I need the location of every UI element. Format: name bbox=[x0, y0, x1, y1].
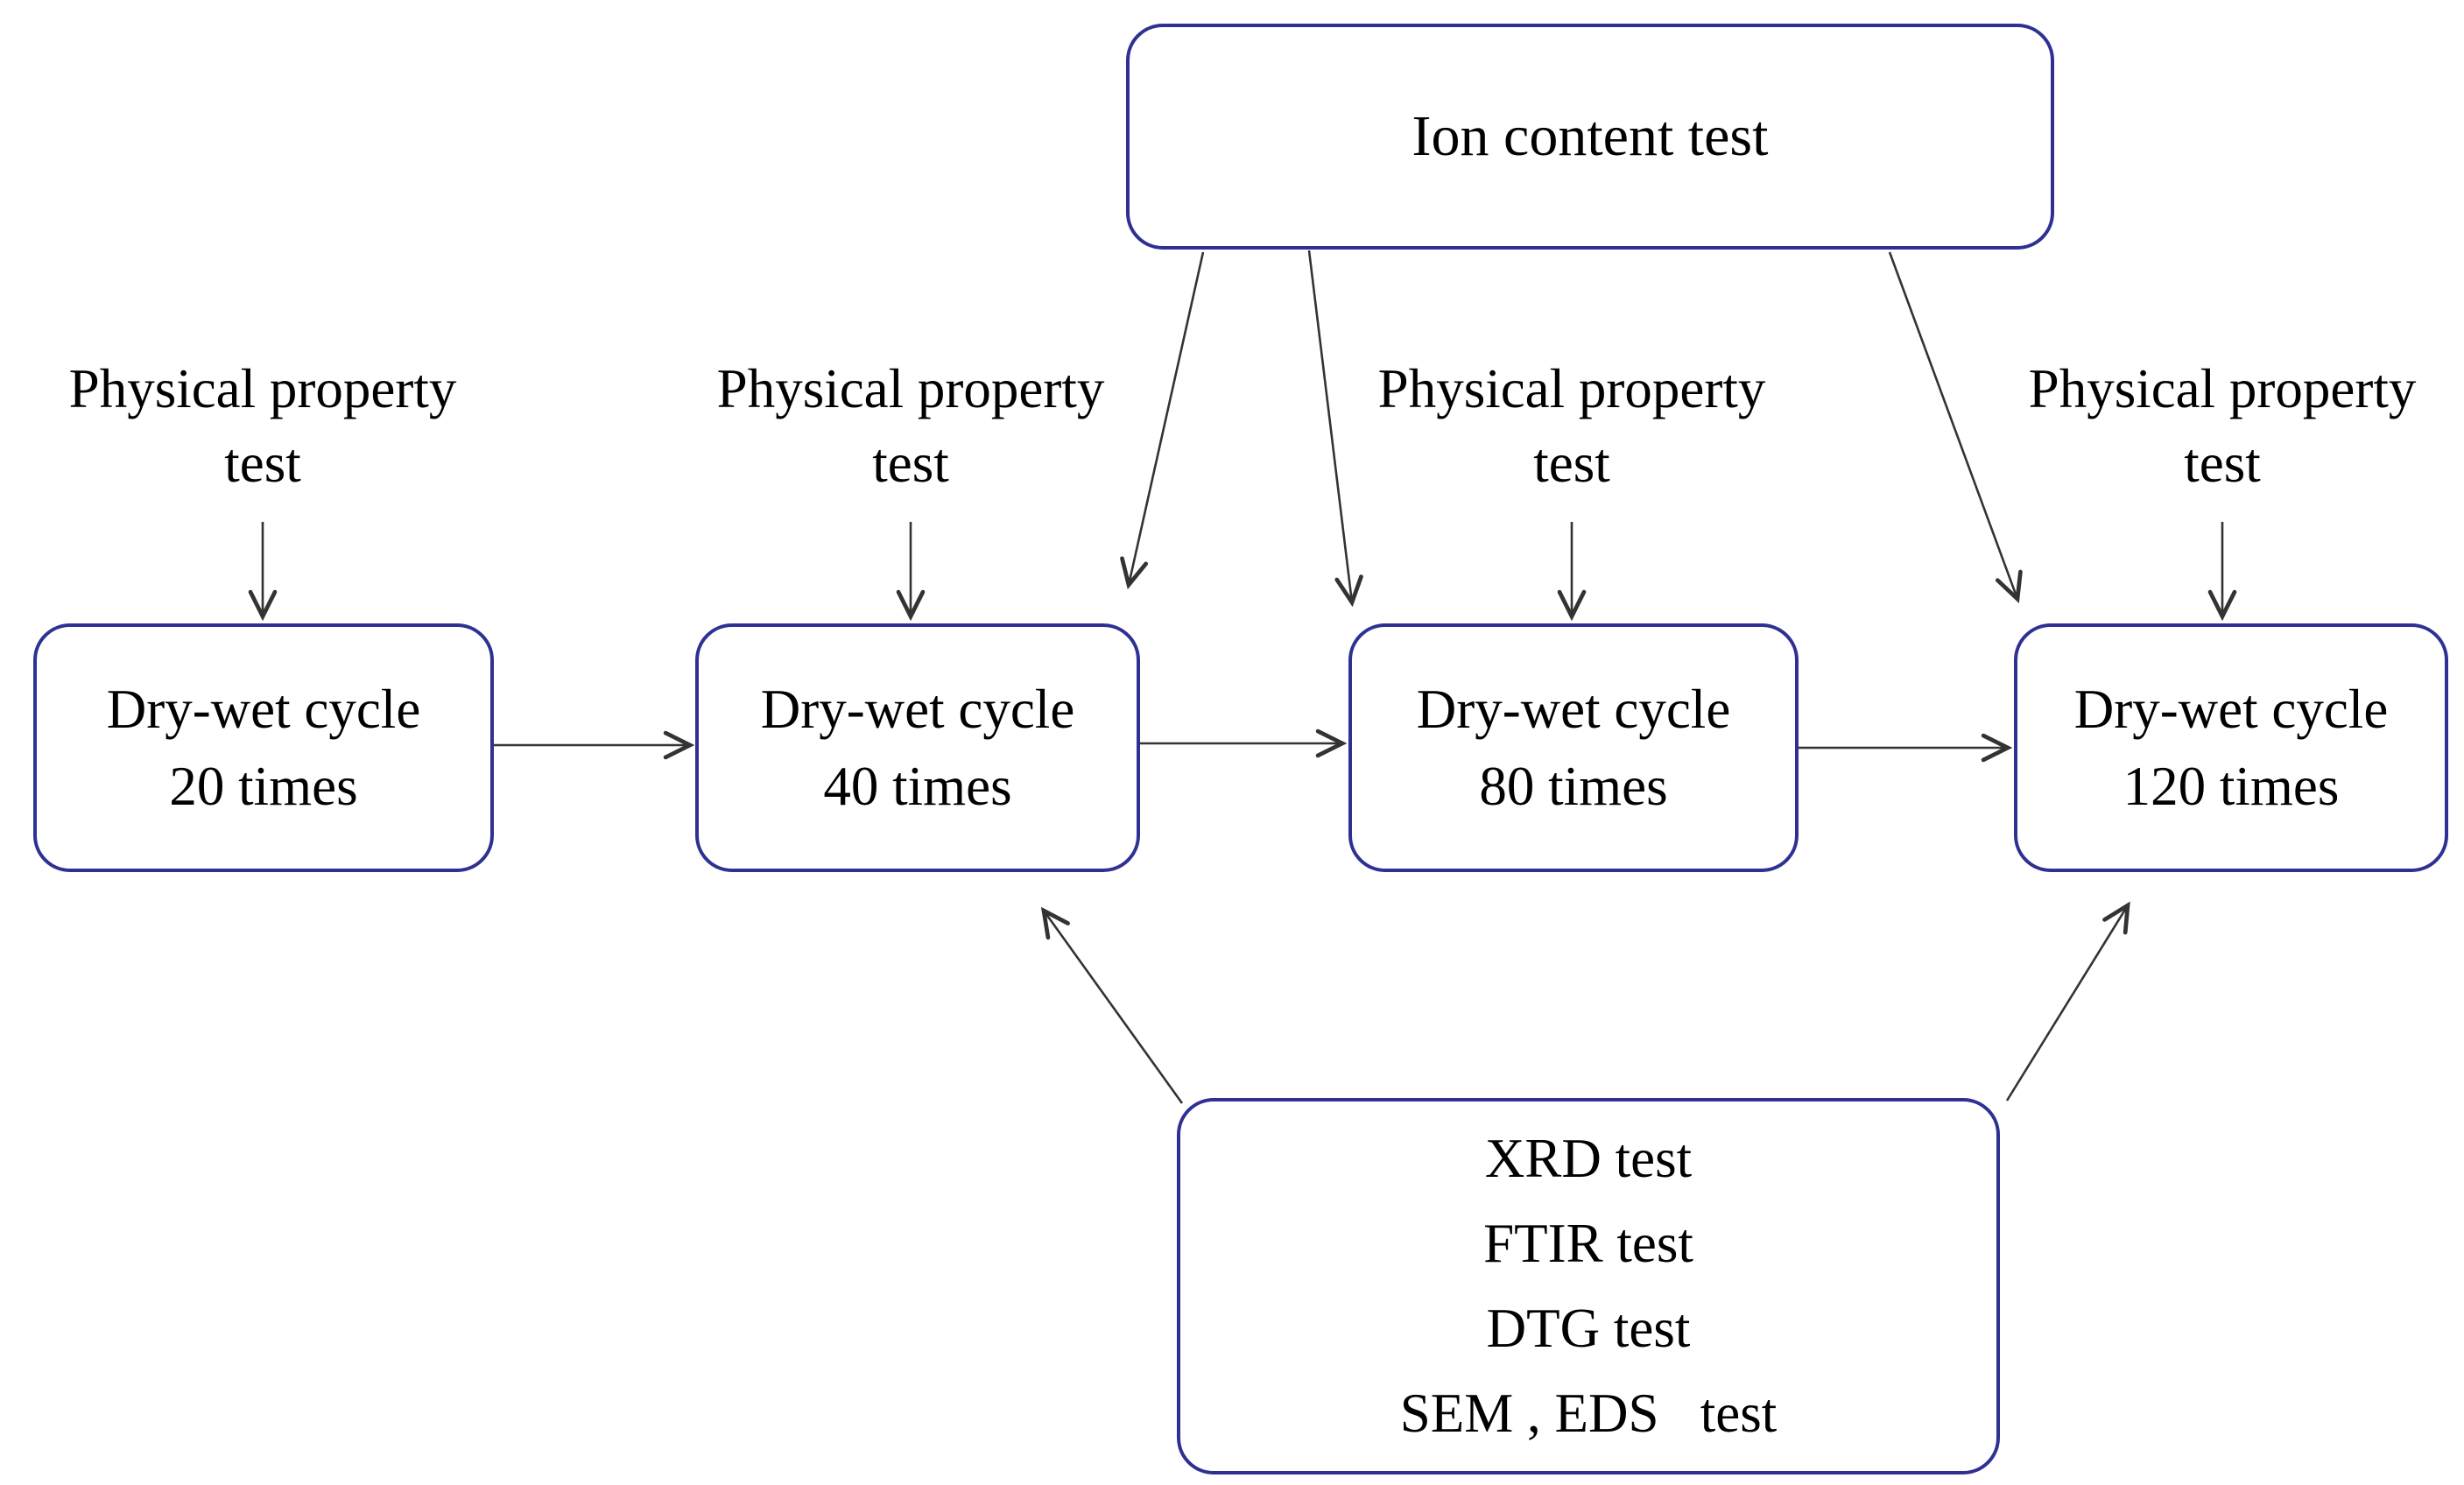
physical-property-label-line2: test bbox=[1533, 433, 1610, 494]
dry-wet-cycle-40-box: Dry-wet cycle 40 times bbox=[695, 623, 1140, 872]
physical-property-label-3: Physical property test bbox=[1300, 352, 1843, 501]
dry-wet-cycle-80-box: Dry-wet cycle 80 times bbox=[1348, 623, 1799, 872]
analysis-line-xrd: XRD test bbox=[1484, 1128, 1693, 1189]
physical-property-label-line1: Physical property bbox=[716, 358, 1105, 419]
analysis-tests-box: XRD test FTIR test DTG test SEM , EDS te… bbox=[1177, 1098, 2000, 1474]
arrow-analysis-to-cycle40 bbox=[1040, 906, 1184, 1104]
dry-wet-cycle-120-box: Dry-wet cycle 120 times bbox=[2014, 623, 2448, 872]
physical-property-label-line2: test bbox=[224, 433, 301, 494]
physical-property-label-2: Physical property test bbox=[639, 352, 1182, 501]
analysis-line-ftir: FTIR test bbox=[1483, 1213, 1693, 1274]
physical-property-label-line2: test bbox=[872, 433, 949, 494]
cycle-box-line2: 20 times bbox=[169, 756, 358, 817]
cycle-box-line1: Dry-wet cycle bbox=[760, 679, 1075, 740]
cycle-box-line1: Dry-wet cycle bbox=[1416, 679, 1731, 740]
physical-property-label-line1: Physical property bbox=[2028, 358, 2417, 419]
dry-wet-cycle-20-box: Dry-wet cycle 20 times bbox=[33, 623, 494, 872]
cycle-box-line1: Dry-wet cycle bbox=[2073, 679, 2389, 740]
cycle-box-line2: 120 times bbox=[2123, 756, 2340, 817]
physical-property-label-4: Physical property test bbox=[1951, 352, 2464, 501]
cycle-box-line1: Dry-wet cycle bbox=[106, 679, 421, 740]
cycle-box-line2: 80 times bbox=[1479, 756, 1668, 817]
ion-content-test-label: Ion content test bbox=[1412, 104, 1769, 168]
ion-content-test-box: Ion content test bbox=[1126, 24, 2054, 250]
analysis-line-sem-eds: SEM , EDS test bbox=[1399, 1383, 1778, 1444]
physical-property-label-line2: test bbox=[2184, 433, 2261, 494]
physical-property-label-line1: Physical property bbox=[1377, 358, 1766, 419]
physical-property-label-line1: Physical property bbox=[68, 358, 457, 419]
cycle-box-line2: 40 times bbox=[823, 756, 1012, 817]
analysis-line-dtg: DTG test bbox=[1486, 1298, 1691, 1359]
physical-property-label-1: Physical property test bbox=[0, 352, 534, 501]
arrow-analysis-to-cycle120 bbox=[2005, 901, 2130, 1101]
